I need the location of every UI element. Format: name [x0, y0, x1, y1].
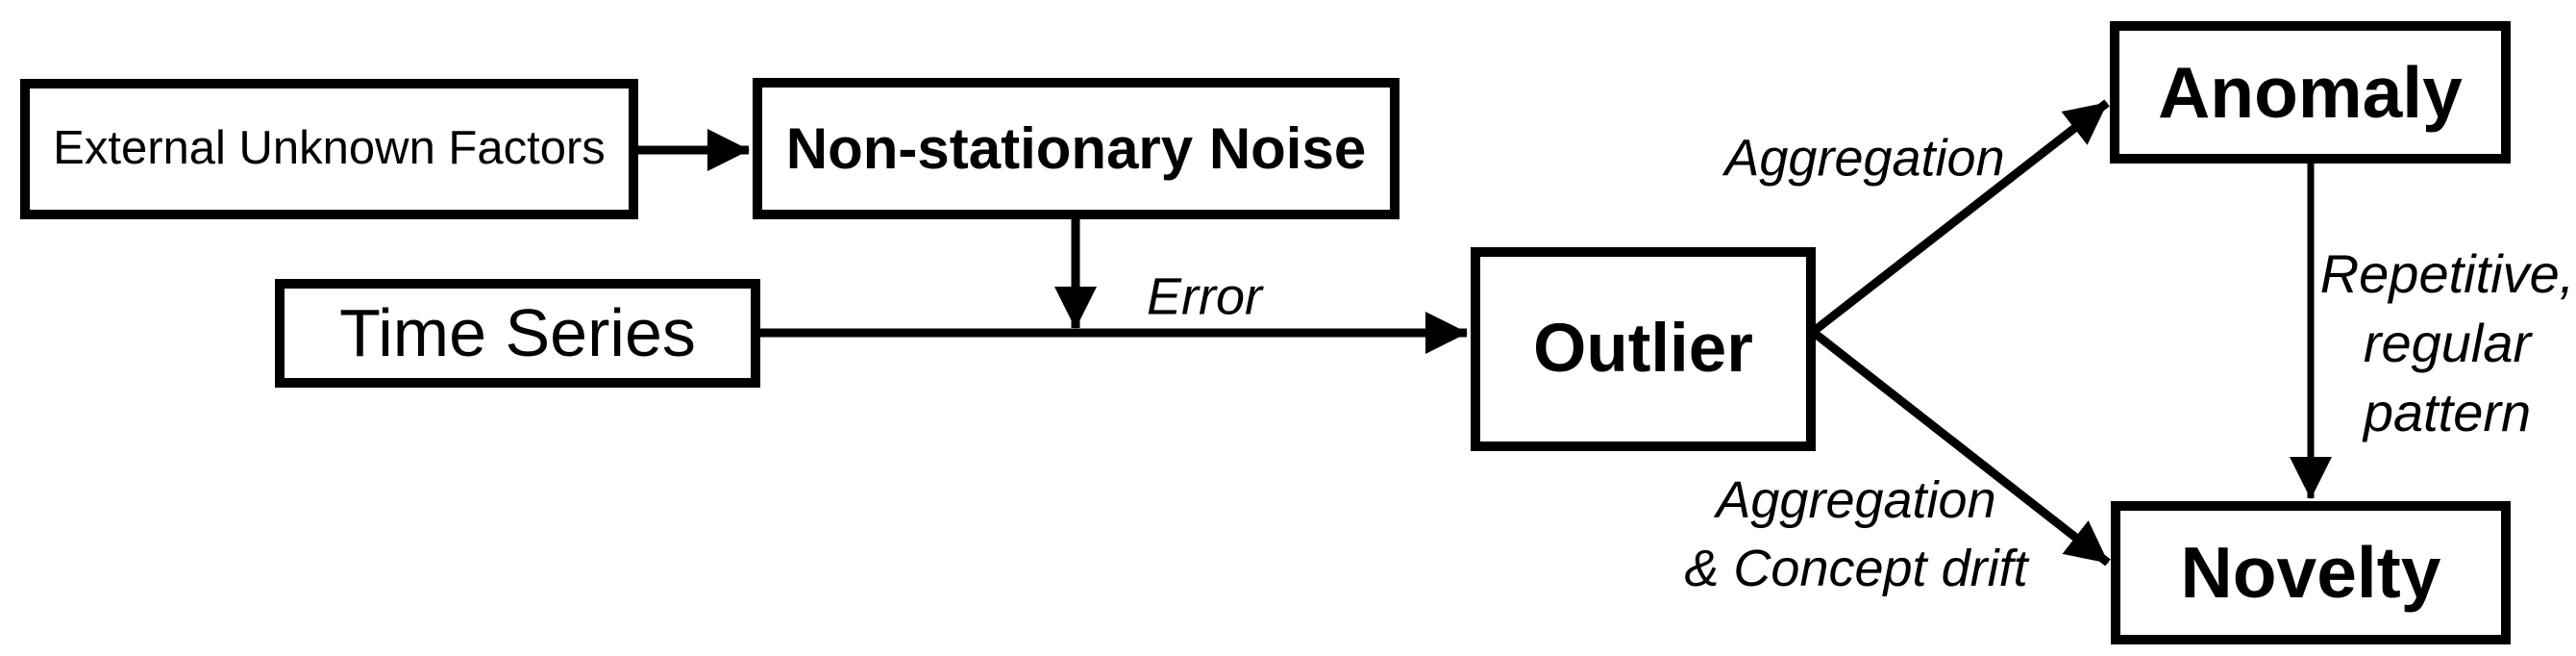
edge-label-aggregation: Aggregation — [1724, 129, 2005, 188]
node-label-time-series: Time Series — [339, 294, 696, 370]
edge-label-error: Error — [1147, 267, 1262, 326]
edge-label-line: Repetitive, — [2319, 243, 2575, 304]
node-external-unknown-factors: External Unknown Factors — [20, 79, 638, 219]
edge-label-repetitive-regular-pattern: Repetitive, regular pattern — [2320, 240, 2575, 447]
edge-label-line: regular — [2363, 313, 2532, 373]
edge-label-line: pattern — [2363, 382, 2532, 442]
node-non-stationary-noise: Non-stationary Noise — [753, 78, 1399, 219]
node-outlier: Outlier — [1471, 247, 1816, 451]
node-label-anomaly: Anomaly — [2158, 51, 2463, 133]
node-label-novelty: Novelty — [2180, 532, 2441, 614]
edge-label-line: Aggregation — [1716, 471, 1996, 529]
node-anomaly: Anomaly — [2110, 21, 2511, 164]
edge-label-aggregation-concept-drift: Aggregation & Concept drift — [1684, 467, 2027, 603]
edge-label-line: & Concept drift — [1684, 540, 2028, 597]
node-label-outlier: Outlier — [1533, 310, 1753, 387]
node-time-series: Time Series — [275, 279, 760, 388]
arrow-outlier-to-novelty — [1810, 328, 2111, 567]
node-label-non-stationary-noise: Non-stationary Noise — [785, 116, 1367, 181]
arrow-outlier-to-anomaly — [1810, 99, 2110, 336]
node-novelty: Novelty — [2111, 501, 2511, 644]
node-label-external-unknown-factors: External Unknown Factors — [53, 122, 606, 175]
